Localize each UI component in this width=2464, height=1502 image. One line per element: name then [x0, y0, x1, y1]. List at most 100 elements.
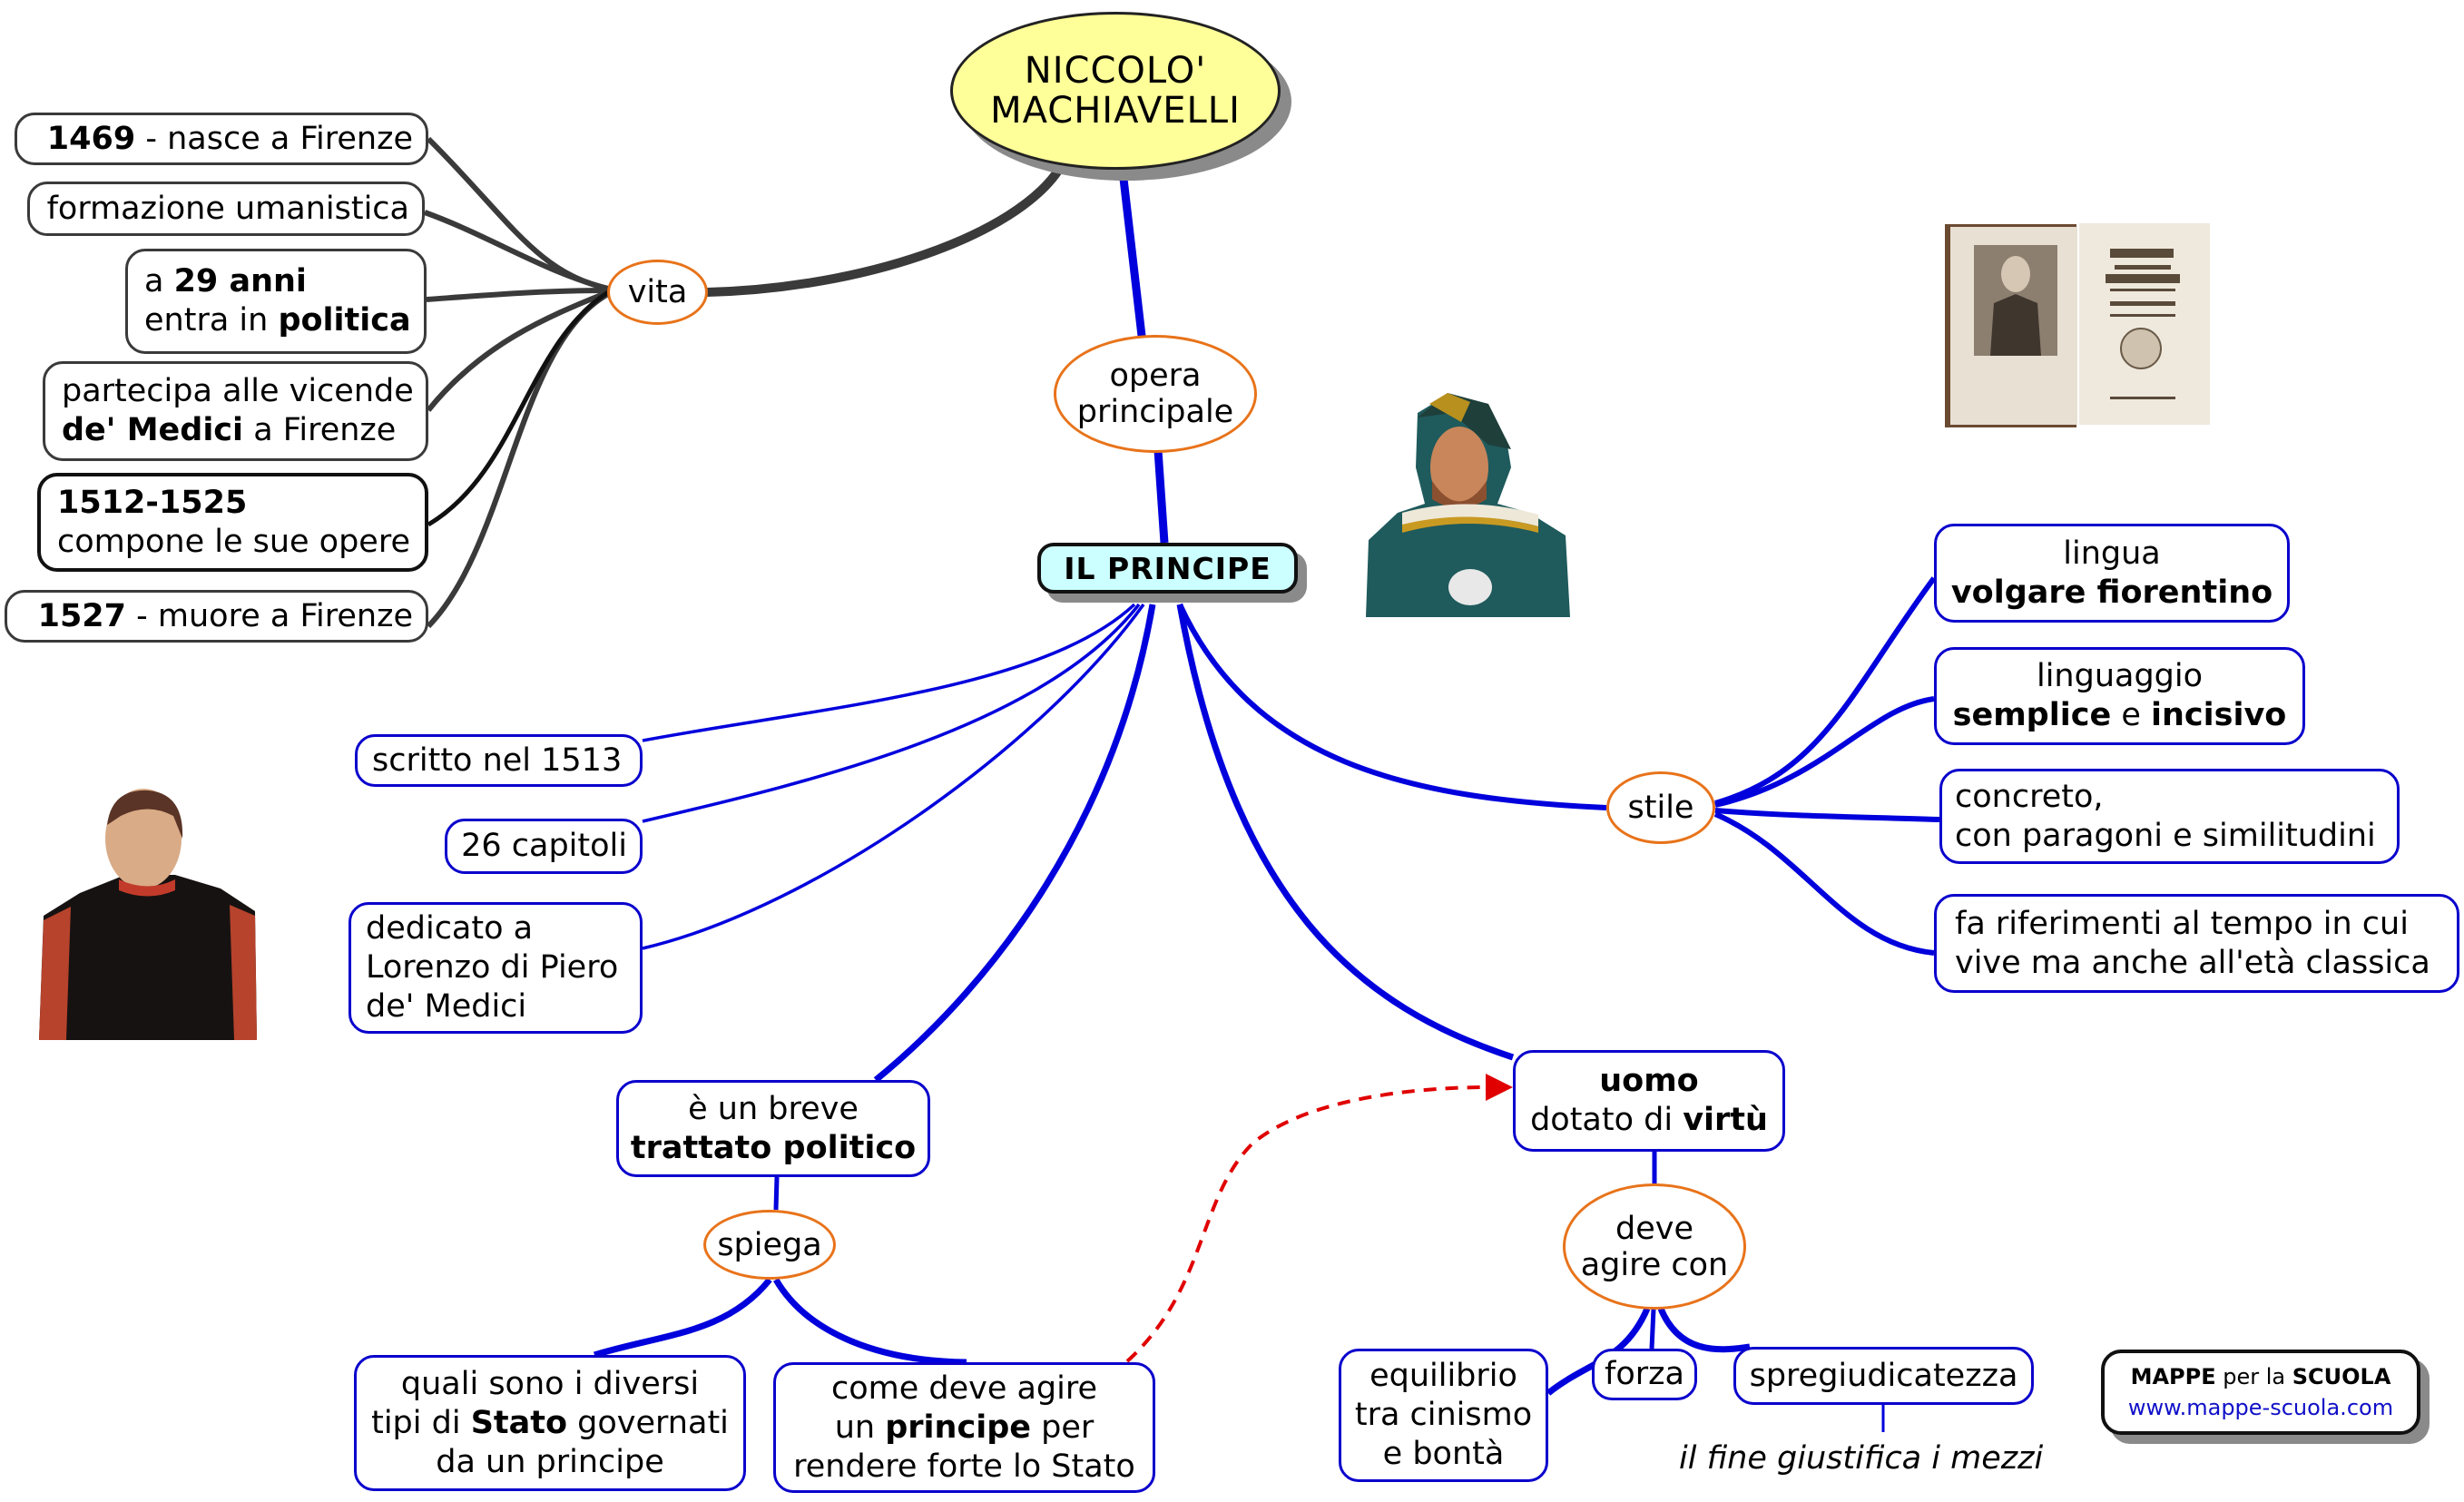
- logo-url-link[interactable]: www.mappe-scuola.com: [2127, 1395, 2394, 1420]
- text-nasce: - nasce a Firenze: [135, 120, 413, 157]
- node-opera-principale[interactable]: opera principale: [1054, 335, 1257, 453]
- line3: rendere forte lo Stato: [793, 1448, 1135, 1485]
- t: un: [834, 1409, 886, 1446]
- link-principe-trattato: [873, 604, 1156, 1083]
- link-vita-formazione: [423, 210, 609, 291]
- line1: fa riferimenti al tempo in cui: [1955, 905, 2409, 942]
- logo-mappe-scuola[interactable]: MAPPE per la SCUOLA www.mappe-scuola.com: [2101, 1350, 2420, 1435]
- link-vita-29anni: [426, 288, 609, 302]
- t: dotato di: [1530, 1102, 1684, 1138]
- link-root-vita: [706, 165, 1065, 297]
- line2: agire con: [1580, 1246, 1729, 1283]
- link-vita-medici: [426, 290, 610, 412]
- link-deve-spregiudicatezza: [1657, 1307, 1751, 1353]
- year-1527: 1527: [37, 597, 127, 634]
- line1: opera: [1109, 358, 1202, 394]
- node-lingua[interactable]: lingua volgare fiorentino: [1934, 524, 2290, 623]
- node-equilibrio[interactable]: equilibrio tra cinismo e bontà: [1339, 1349, 1548, 1482]
- node-formazione[interactable]: formazione umanistica: [27, 182, 425, 236]
- node-spiega[interactable]: spiega: [703, 1210, 836, 1280]
- year-1469: 1469: [46, 120, 136, 157]
- t-bold: semplice: [1952, 697, 2112, 733]
- link-opera-principe: [1153, 449, 1169, 544]
- t-bold: virtù: [1683, 1102, 1768, 1138]
- node-riferimenti[interactable]: fa riferimenti al tempo in cui vive ma a…: [1934, 894, 2459, 993]
- node-il-principe[interactable]: IL PRINCIPE: [1037, 543, 1298, 594]
- principe-label: IL PRINCIPE: [1064, 550, 1271, 586]
- node-come-agire[interactable]: come deve agire un principe per rendere …: [773, 1362, 1155, 1493]
- link-principe-dedicato: [642, 603, 1145, 950]
- line1: come deve agire: [830, 1369, 1098, 1407]
- line2: tipi di Stato governati: [371, 1404, 729, 1443]
- line3: e bontà: [1382, 1436, 1505, 1472]
- line2: un principe per: [835, 1409, 1095, 1448]
- node-1527-text: 1527 - muore a Firenze: [38, 597, 413, 636]
- line2: con paragoni e similitudini: [1955, 817, 2376, 854]
- node-linguaggio[interactable]: linguaggio semplice e incisivo: [1934, 647, 2305, 745]
- t-bold: politica: [278, 302, 411, 339]
- node-spregiudicatezza[interactable]: spregiudicatezza: [1733, 1347, 2034, 1405]
- link-root-opera: [1119, 178, 1146, 337]
- line2: dotato di virtù: [1530, 1101, 1768, 1140]
- t-bold: SCUOLA: [2292, 1364, 2391, 1389]
- capitoli-text: 26 capitoli: [461, 828, 627, 864]
- node-trattato-politico[interactable]: è un breve trattato politico: [616, 1080, 930, 1177]
- node-29-anni[interactable]: a 29 anni entra in politica: [125, 249, 427, 354]
- link-vita-1527: [426, 291, 610, 629]
- node-stile[interactable]: stile: [1606, 771, 1715, 844]
- line3: de' Medici: [366, 988, 527, 1025]
- title-line2: MACHIAVELLI: [990, 90, 1241, 132]
- title-line1: NICCOLO': [1024, 50, 1207, 92]
- link-vita-1512: [427, 290, 610, 527]
- t-bold: Stato: [470, 1404, 568, 1441]
- node-1469-text: 1469 - nasce a Firenze: [47, 120, 413, 159]
- arrowhead-icon: [1486, 1074, 1513, 1101]
- node-1527[interactable]: 1527 - muore a Firenze: [5, 590, 428, 643]
- node-scritto-1513[interactable]: scritto nel 1513: [355, 734, 643, 787]
- node-forza[interactable]: forza: [1592, 1349, 1697, 1400]
- node-concreto[interactable]: concreto, con paragoni e similitudini: [1939, 769, 2400, 864]
- node-dedicato[interactable]: dedicato a Lorenzo di Piero de' Medici: [348, 902, 643, 1034]
- line1: dedicato a: [366, 910, 534, 947]
- link-trattato-spiega: [773, 1176, 780, 1211]
- node-26-capitoli[interactable]: 26 capitoli: [445, 819, 643, 874]
- node-deve-agire[interactable]: deve agire con: [1563, 1183, 1746, 1310]
- line2: entra in politica: [144, 301, 411, 340]
- link-stile-linguaggio: [1714, 696, 1935, 808]
- line2: semplice e incisivo: [1953, 696, 2287, 735]
- node-quali-stato[interactable]: quali sono i diversi tipi di Stato gover…: [354, 1355, 746, 1491]
- node-vita[interactable]: vita: [607, 260, 708, 325]
- t: per la: [2215, 1364, 2292, 1389]
- forza-text: forza: [1605, 1356, 1684, 1392]
- line2-bold: volgare fiorentino: [1950, 574, 2273, 611]
- line2-bold: trattato politico: [630, 1129, 917, 1166]
- link-principe-stile: [1177, 603, 1607, 810]
- scritto-text: scritto nel 1513: [372, 741, 623, 779]
- node-1469[interactable]: 1469 - nasce a Firenze: [15, 113, 428, 165]
- node-medici[interactable]: partecipa alle vicende de' Medici a Fire…: [43, 361, 428, 461]
- portrait-cesare-image: [1366, 393, 1570, 617]
- node-1512-1525[interactable]: 1512-1525 compone le sue opere: [37, 473, 428, 572]
- line1: partecipa alle vicende: [62, 373, 414, 409]
- note-fine-mezzi: il fine giustifica i mezzi: [1679, 1440, 2044, 1477]
- line1: concreto,: [1955, 778, 2104, 815]
- root-node-title[interactable]: NICCOLO' MACHIAVELLI: [950, 12, 1281, 170]
- link-principe-scritto: [642, 603, 1136, 742]
- line2: Lorenzo di Piero: [366, 949, 619, 986]
- spregiudicatezza-text: spregiudicatezza: [1749, 1357, 2018, 1394]
- line1: linguaggio: [2036, 658, 2204, 694]
- line3: da un principe: [436, 1443, 664, 1480]
- link-stile-riferimenti: [1713, 811, 1935, 956]
- vita-label: vita: [627, 274, 688, 310]
- link-principe-uomo: [1176, 604, 1515, 1061]
- line1-bold: uomo: [1599, 1063, 1699, 1099]
- line1: equilibrio: [1369, 1358, 1517, 1394]
- link-principe-capitoli: [642, 603, 1141, 823]
- line1: è un breve: [688, 1090, 859, 1127]
- t-bold: principe: [885, 1409, 1031, 1446]
- t-bold: incisivo: [2151, 697, 2287, 733]
- line2: vive ma anche all'età classica: [1955, 944, 2430, 981]
- node-uomo-virtu[interactable]: uomo dotato di virtù: [1513, 1050, 1785, 1152]
- t-bold: MAPPE: [2130, 1364, 2216, 1389]
